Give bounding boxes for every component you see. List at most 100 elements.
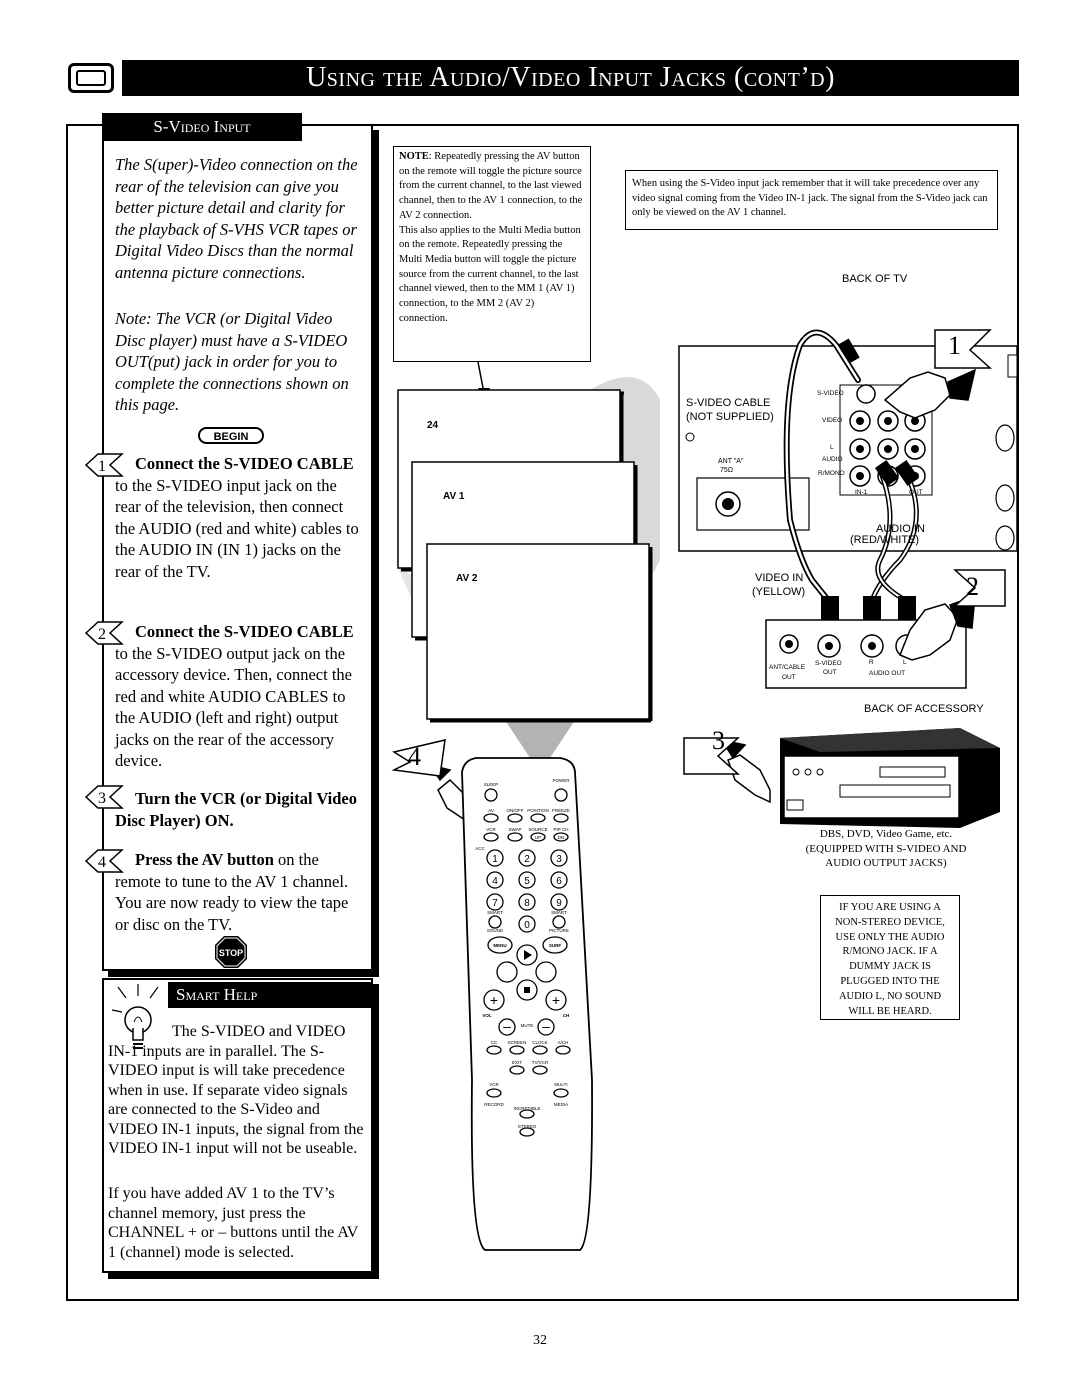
label-jack-in1: IN-1	[855, 489, 868, 496]
label-jack-svideo: S-VIDEO	[817, 390, 844, 397]
smart-help-paragraph-1: The S-VIDEO and VIDEO IN-1 inputs are in…	[108, 1023, 364, 1157]
label-video-in: VIDEO IN	[755, 572, 804, 584]
svg-text:–: –	[503, 1018, 511, 1034]
smart-help-title: Smart Help	[168, 982, 373, 1008]
device-caption: DBS, DVD, Video Game, etc. (EQUIPPED WIT…	[805, 828, 967, 869]
svg-text:0: 0	[524, 920, 530, 931]
svideo-precedence-note: When using the S-Video input jack rememb…	[625, 170, 998, 230]
label-acc-r: R	[869, 659, 874, 666]
svg-text:POWER: POWER	[552, 778, 570, 783]
label-jack-out: OUT	[909, 489, 923, 496]
svg-text:STEREO: STEREO	[518, 1124, 537, 1129]
svg-text:SWAP: SWAP	[508, 827, 521, 832]
svg-text:3: 3	[556, 854, 562, 865]
svg-text:3: 3	[98, 790, 106, 807]
label-jack-video: VIDEO	[822, 417, 843, 424]
label-jack-audio: AUDIO	[822, 456, 843, 463]
svg-text:MENU: MENU	[493, 943, 506, 948]
svg-text:ON/OFF: ON/OFF	[507, 808, 524, 813]
svg-text:UP: UP	[535, 835, 541, 840]
stop-sign-icon: STOP	[214, 935, 248, 969]
section-title: S-Video Input	[102, 113, 302, 141]
label-jack-l: L	[830, 444, 834, 451]
tv-icon	[68, 63, 114, 93]
remote-control: SLEEP POWER AV ON/OFF POSITION FREEZE VC…	[461, 757, 593, 1251]
label-acc-ant-cable: ANT/CABLE	[769, 664, 806, 671]
svg-text:AV: AV	[488, 808, 494, 813]
step-2-rest: to the S-VIDEO output jack on the access…	[115, 643, 353, 771]
svg-text:4: 4	[98, 854, 106, 871]
step-3-text: Turn the VCR (or Digital Video Disc Play…	[115, 789, 358, 830]
svg-text:TV/VCR: TV/VCR	[532, 1060, 549, 1065]
step-number-1: 1	[84, 452, 124, 483]
step-number-2: 2	[84, 620, 124, 651]
label-jack-rmono: R/MONO	[818, 470, 845, 477]
accessory-device	[780, 728, 1000, 828]
svg-text:7: 7	[492, 898, 498, 909]
callout-4	[391, 739, 446, 777]
svg-text:POSITION: POSITION	[527, 808, 549, 813]
svg-text:2: 2	[98, 626, 106, 643]
label-acc-audio-out: AUDIO OUT	[869, 670, 906, 677]
svg-text:MUTE: MUTE	[521, 1023, 534, 1028]
svg-text:PIP CH: PIP CH	[554, 827, 569, 832]
svg-text:1: 1	[492, 854, 498, 865]
label-acc-svideo: S-VIDEO	[815, 660, 842, 667]
note-paragraph: Note: The VCR (or Digital Video Disc pla…	[115, 309, 349, 414]
svg-text:2: 2	[524, 854, 530, 865]
callout-1	[934, 329, 992, 369]
screen-av1: AV 1	[443, 491, 465, 502]
label-75-ohm: 75Ω	[720, 467, 734, 474]
callout-3	[683, 737, 740, 775]
step-4-text: Press the AV button on the remote to tun…	[115, 849, 365, 935]
svg-text:PICTURE: PICTURE	[549, 928, 569, 933]
label-acc-out: OUT	[782, 674, 796, 681]
svg-text:VCR: VCR	[489, 1082, 499, 1087]
svg-text:ACC: ACC	[475, 846, 485, 851]
svg-text:6: 6	[556, 876, 562, 887]
page-title: Using the Audio/Video Input Jacks (cont’…	[122, 60, 1019, 96]
hand-pointer-1-icon	[883, 368, 977, 419]
mono-device-note: IF YOU ARE USING A NON-STEREO DEVICE, US…	[820, 895, 960, 1020]
callout-number-2: 2	[966, 572, 979, 601]
page-number: 32	[533, 1333, 547, 1348]
main-frame	[66, 124, 1019, 1301]
label-acc-l: L	[903, 659, 907, 666]
svg-text:SLEEP: SLEEP	[484, 782, 499, 787]
remote-beam	[505, 720, 575, 758]
label-yellow: (YELLOW)	[752, 586, 806, 598]
label-not-supplied: (NOT SUPPLIED)	[686, 411, 774, 423]
label-acc-svideo-out: OUT	[823, 669, 837, 676]
svg-text:RECORD: RECORD	[484, 1102, 504, 1107]
step-4-bold: Press the AV button	[135, 850, 274, 869]
svg-text:CLOCK: CLOCK	[532, 1040, 548, 1045]
svg-text:SURF: SURF	[549, 943, 562, 948]
screen-av2: AV 2	[456, 573, 478, 584]
svg-text:8: 8	[524, 898, 530, 909]
svg-text:FREEZE: FREEZE	[552, 808, 570, 813]
svg-text:A/CH: A/CH	[558, 1040, 569, 1045]
step-1-rest: to the S-VIDEO input jack on the rear of…	[115, 475, 359, 581]
svg-text:DN: DN	[558, 835, 565, 840]
step-2-text: Connect the S-VIDEO CABLE to the S-VIDEO…	[115, 621, 365, 772]
svg-text:SMART: SMART	[551, 910, 567, 915]
step-1-bold: Connect the S-VIDEO CABLE	[135, 454, 354, 473]
svg-text:MEDIA: MEDIA	[554, 1102, 568, 1107]
svg-text:SCREEN: SCREEN	[508, 1040, 527, 1045]
callout-number-1: 1	[948, 331, 961, 360]
intro-paragraph: The S(uper)-Video connection on the rear…	[115, 155, 358, 282]
step-4-rest: on the remote to tune to the AV 1 channe…	[115, 850, 349, 934]
svg-text:5: 5	[524, 876, 530, 887]
step-1-text: Connect the S-VIDEO CABLE to the S-VIDEO…	[115, 453, 365, 582]
screen-channel-24: 24	[427, 420, 439, 431]
svg-text:+: +	[490, 992, 498, 1008]
label-audio-in: AUDIO IN	[876, 523, 925, 535]
svg-text:4: 4	[492, 876, 498, 887]
svg-text:EXIT: EXIT	[512, 1060, 522, 1065]
svg-text:1: 1	[98, 458, 106, 475]
label-ant-a: ANT "A"	[718, 458, 744, 465]
svg-text:MULTI: MULTI	[554, 1082, 567, 1087]
svg-text:SOUND: SOUND	[487, 928, 504, 933]
label-svideo-cable: S-VIDEO CABLE	[686, 397, 771, 409]
